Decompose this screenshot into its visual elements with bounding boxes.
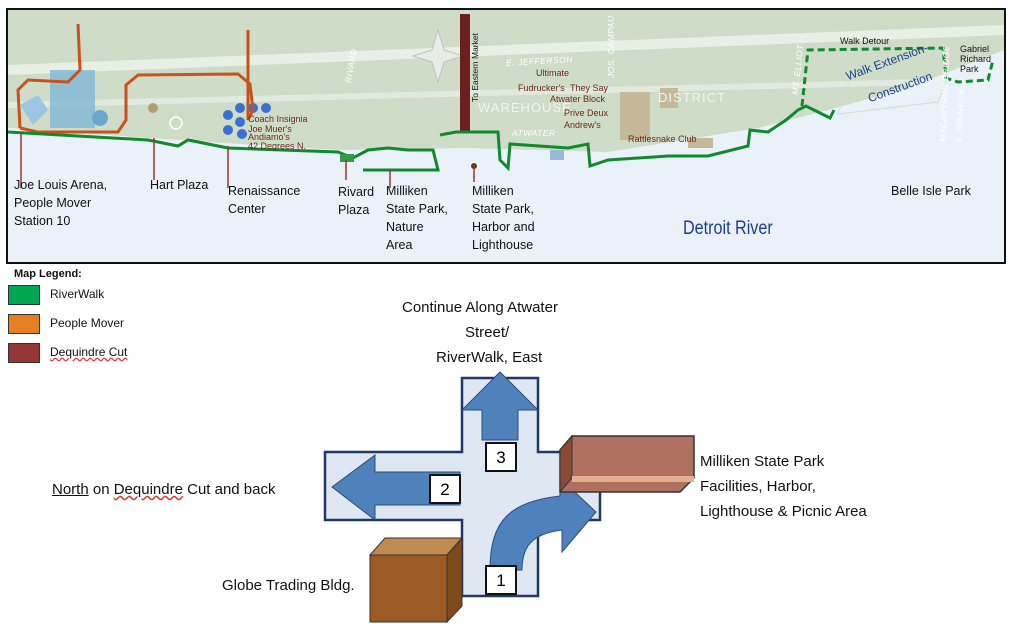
milliken-label-2: Facilities, Harbor, [700,478,816,495]
north-word: North [52,481,89,498]
road-band [8,25,1004,75]
place-label: Area [386,238,413,252]
arena-building [20,95,48,125]
continue-label-1: Continue Along Atwater [402,299,558,316]
dequindre-word: Dequindre [113,481,183,498]
river-label: Detroit River [683,218,773,239]
place-label: Station 10 [14,214,71,228]
walk-detour-label: Walk Detour [840,36,890,46]
lighthouse-marker [471,163,477,169]
warehouse-building [688,138,713,148]
warehouse-building [550,150,564,160]
hart-plaza-feature [148,103,158,113]
north-on: on [88,481,114,498]
milliken-label-3: Lighthouse & Picnic Area [700,503,867,520]
gabriel-label-3: Park [960,64,979,74]
gabriel-label-1: Gabriel [960,44,990,54]
hart-plaza-feature [169,116,183,130]
renaissance-tower [261,103,271,113]
business-andrews: Andrew's [564,120,601,130]
district-label: DISTRICT [658,90,726,105]
legend-label: Dequindre Cut [50,345,128,359]
renaissance-tower [235,103,245,113]
business-atwater-block: Atwater Block [550,94,606,104]
rivard-plaza-marker [340,154,354,162]
business-theysay: They Say [570,83,609,93]
milliken-building [559,435,695,493]
arena-building [50,70,95,128]
step-number-3: 3 [485,442,517,472]
milliken-label-1: Milliken State Park [700,453,825,470]
renaissance-tower [235,117,245,127]
legend-swatch-people-mover [8,314,40,334]
step-number-1: 1 [485,565,517,595]
extension-area [837,53,949,115]
place-label: Belle Isle Park [891,184,971,198]
globe-label: Globe Trading Bldg. [222,577,355,594]
place-label: Nature [386,220,424,234]
north-rest: Cut and back [182,481,276,498]
legend-swatch-riverwalk [8,285,40,305]
globe-building [369,554,448,623]
road-band [8,77,1004,108]
globe-building-top [368,537,464,556]
map-graphic [8,10,1004,262]
business-degrees: 42 Degrees N. [248,141,307,151]
step-number-2: 2 [429,474,461,504]
place-label: State Park, [472,202,534,216]
continue-label-3: RiverWalk, East [436,349,543,366]
continue-label-2: Street/ [465,324,510,341]
place-label: Renaissance [228,184,301,198]
gabriel-label-2: Richard [960,54,992,64]
place-label: People Mover [14,196,92,210]
business-prive: Prive Deux [564,108,609,118]
renaissance-tower [223,125,233,135]
legend-label: RiverWalk [50,287,105,301]
milliken-building-stripe [572,476,694,482]
place-label: Milliken [386,184,428,198]
warehouse-building [620,92,650,140]
street-atwater: ATWATER [512,128,556,138]
place-label: Joe Louis Arena, [14,178,108,192]
place-label: Rivard [338,185,375,199]
legend-label: People Mover [50,316,125,330]
place-label: State Park, [386,202,448,216]
business-fudruckers: Fudrucker's [518,83,565,93]
detroit-river-water [8,50,1004,262]
riverwalk-map: RIVARD E. JEFFERSON JOS. CAMPAU MT. ELLI… [6,8,1006,264]
people-mover-route [16,23,255,134]
compass-rose-icon [411,28,465,84]
business-muer: Joe Muer's [248,124,292,134]
north-label: North on Dequindre Cut and back [52,478,276,502]
business-andiamo: Andiamo's [248,132,290,142]
arrow-east-icon [460,371,540,441]
place-label: Harbor and [472,220,535,234]
legend-swatch-dequindre [8,343,40,363]
business-ultimate: Ultimate [536,68,570,78]
place-label: Hart Plaza [150,178,209,192]
arena-building [92,110,108,126]
place-label: Center [228,202,266,216]
business-coach: Coach Insignia [248,114,308,124]
renaissance-tower [223,110,233,120]
walk-detour-route [800,46,995,107]
renaissance-tower [237,129,247,139]
place-label: Plaza [338,203,370,217]
warehouse-label: WAREHOUSE [478,100,572,115]
business-rattlesnake: Rattlesnake Club [628,134,697,144]
warehouse-building [660,88,678,108]
dequindre-cut-route [460,14,470,132]
legend-title: Map Legend: [14,268,82,280]
place-label: Lighthouse [472,238,534,252]
place-label: Milliken [472,184,514,198]
